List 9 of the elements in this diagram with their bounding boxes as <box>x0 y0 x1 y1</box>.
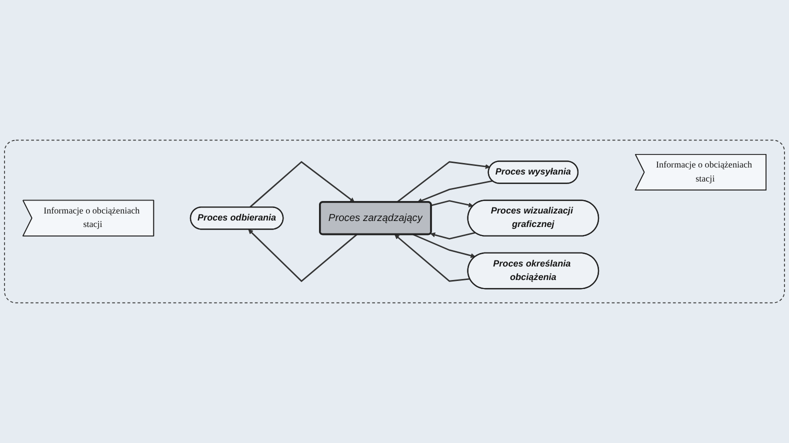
arrow <box>430 232 476 240</box>
arrow <box>412 234 476 258</box>
arrow <box>431 200 474 208</box>
arrow <box>248 229 358 282</box>
arrow <box>394 234 470 282</box>
cluster <box>4 140 785 304</box>
arrow <box>396 161 490 203</box>
arrow <box>417 180 493 203</box>
arrow <box>249 160 355 208</box>
